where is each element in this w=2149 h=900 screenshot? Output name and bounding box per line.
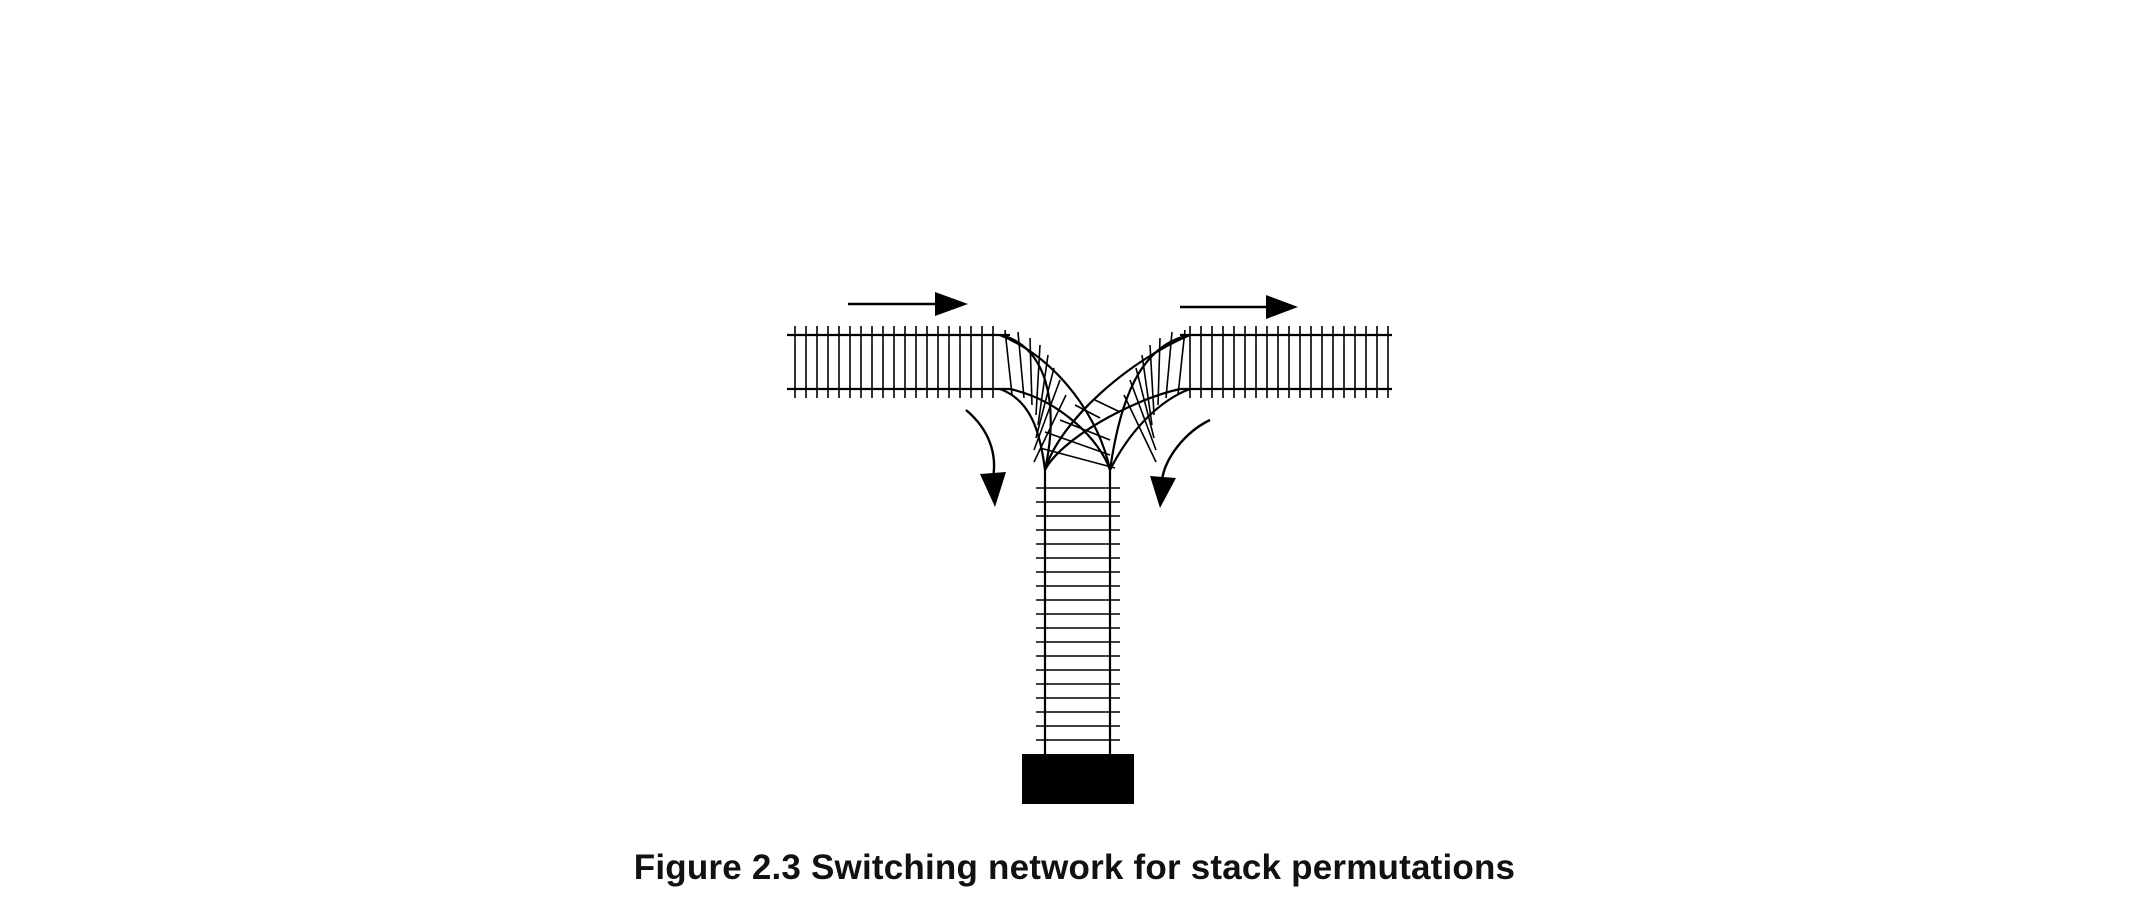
track-tie [1123,394,1157,463]
stack-bottom-block [1022,754,1134,804]
track-tie [1129,379,1157,451]
right-arrow-icon [848,292,968,316]
right-track [1180,326,1392,398]
track-tie [1074,404,1101,419]
stack-track [1036,470,1120,758]
track-tie [1141,354,1153,426]
track-tie [1017,331,1025,399]
track-tie [1039,447,1116,469]
track-tie [1165,331,1173,399]
track-tie [1094,399,1121,413]
switch-junction [999,329,1191,471]
track-tie [1149,344,1155,416]
track-tie [1035,344,1041,416]
track-tie [1059,419,1111,441]
track-tie [1037,354,1049,426]
left-track [787,326,1010,398]
figure-caption: Figure 2.3 Switching network for stack p… [633,848,1516,887]
track-tie [1033,394,1067,463]
track-tie [1177,329,1186,396]
curved-down-arrow-icon [1150,418,1211,508]
track-tie [1029,337,1033,406]
right-arrow-icon [1180,295,1298,319]
track-tie [1157,337,1161,406]
track-tie [1035,367,1055,439]
curved-down-arrow-icon [965,409,1006,507]
track-tie [1135,367,1155,439]
track-tie [1044,431,1111,456]
track-tie [1033,379,1061,451]
track-tie [1004,329,1013,396]
